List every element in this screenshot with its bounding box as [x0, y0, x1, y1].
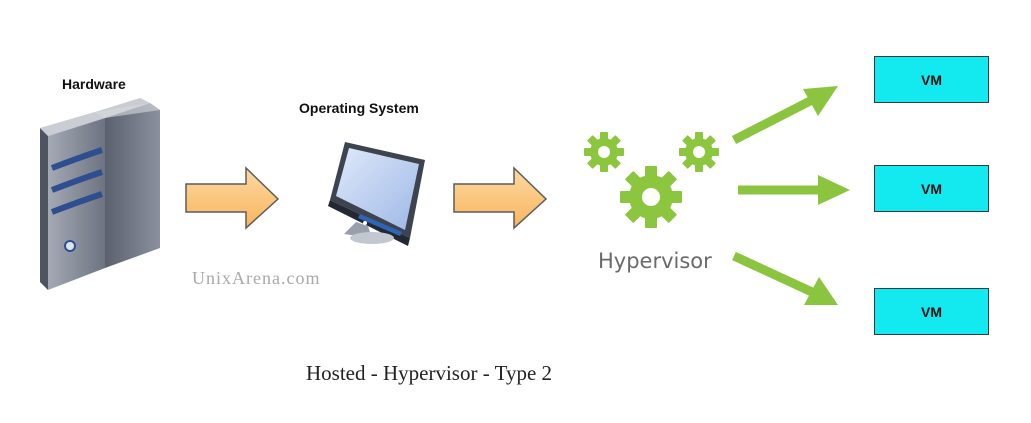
gear-icon-left — [584, 132, 624, 172]
watermark: UnixArena.com — [192, 268, 321, 288]
green-arrow-to-vm3 — [732, 251, 838, 305]
vm-box-1: VM — [874, 56, 989, 103]
diagram-caption: Hosted - Hypervisor - Type 2 — [306, 361, 553, 385]
server-icon — [40, 98, 160, 290]
block-arrow-2 — [453, 166, 548, 230]
operating-system-label: Operating System — [299, 100, 419, 116]
hypervisor-label: Hypervisor — [598, 249, 712, 273]
gear-icon-center — [620, 166, 682, 228]
monitor-icon — [328, 142, 425, 246]
green-arrow-to-vm2 — [738, 175, 850, 205]
hardware-label: Hardware — [62, 76, 126, 92]
vm-box-2: VM — [874, 165, 989, 212]
vm-box-3: VM — [874, 288, 989, 335]
green-arrow-to-vm1 — [731, 86, 838, 145]
gear-icon-right — [679, 132, 719, 172]
block-arrow-1 — [185, 166, 280, 230]
